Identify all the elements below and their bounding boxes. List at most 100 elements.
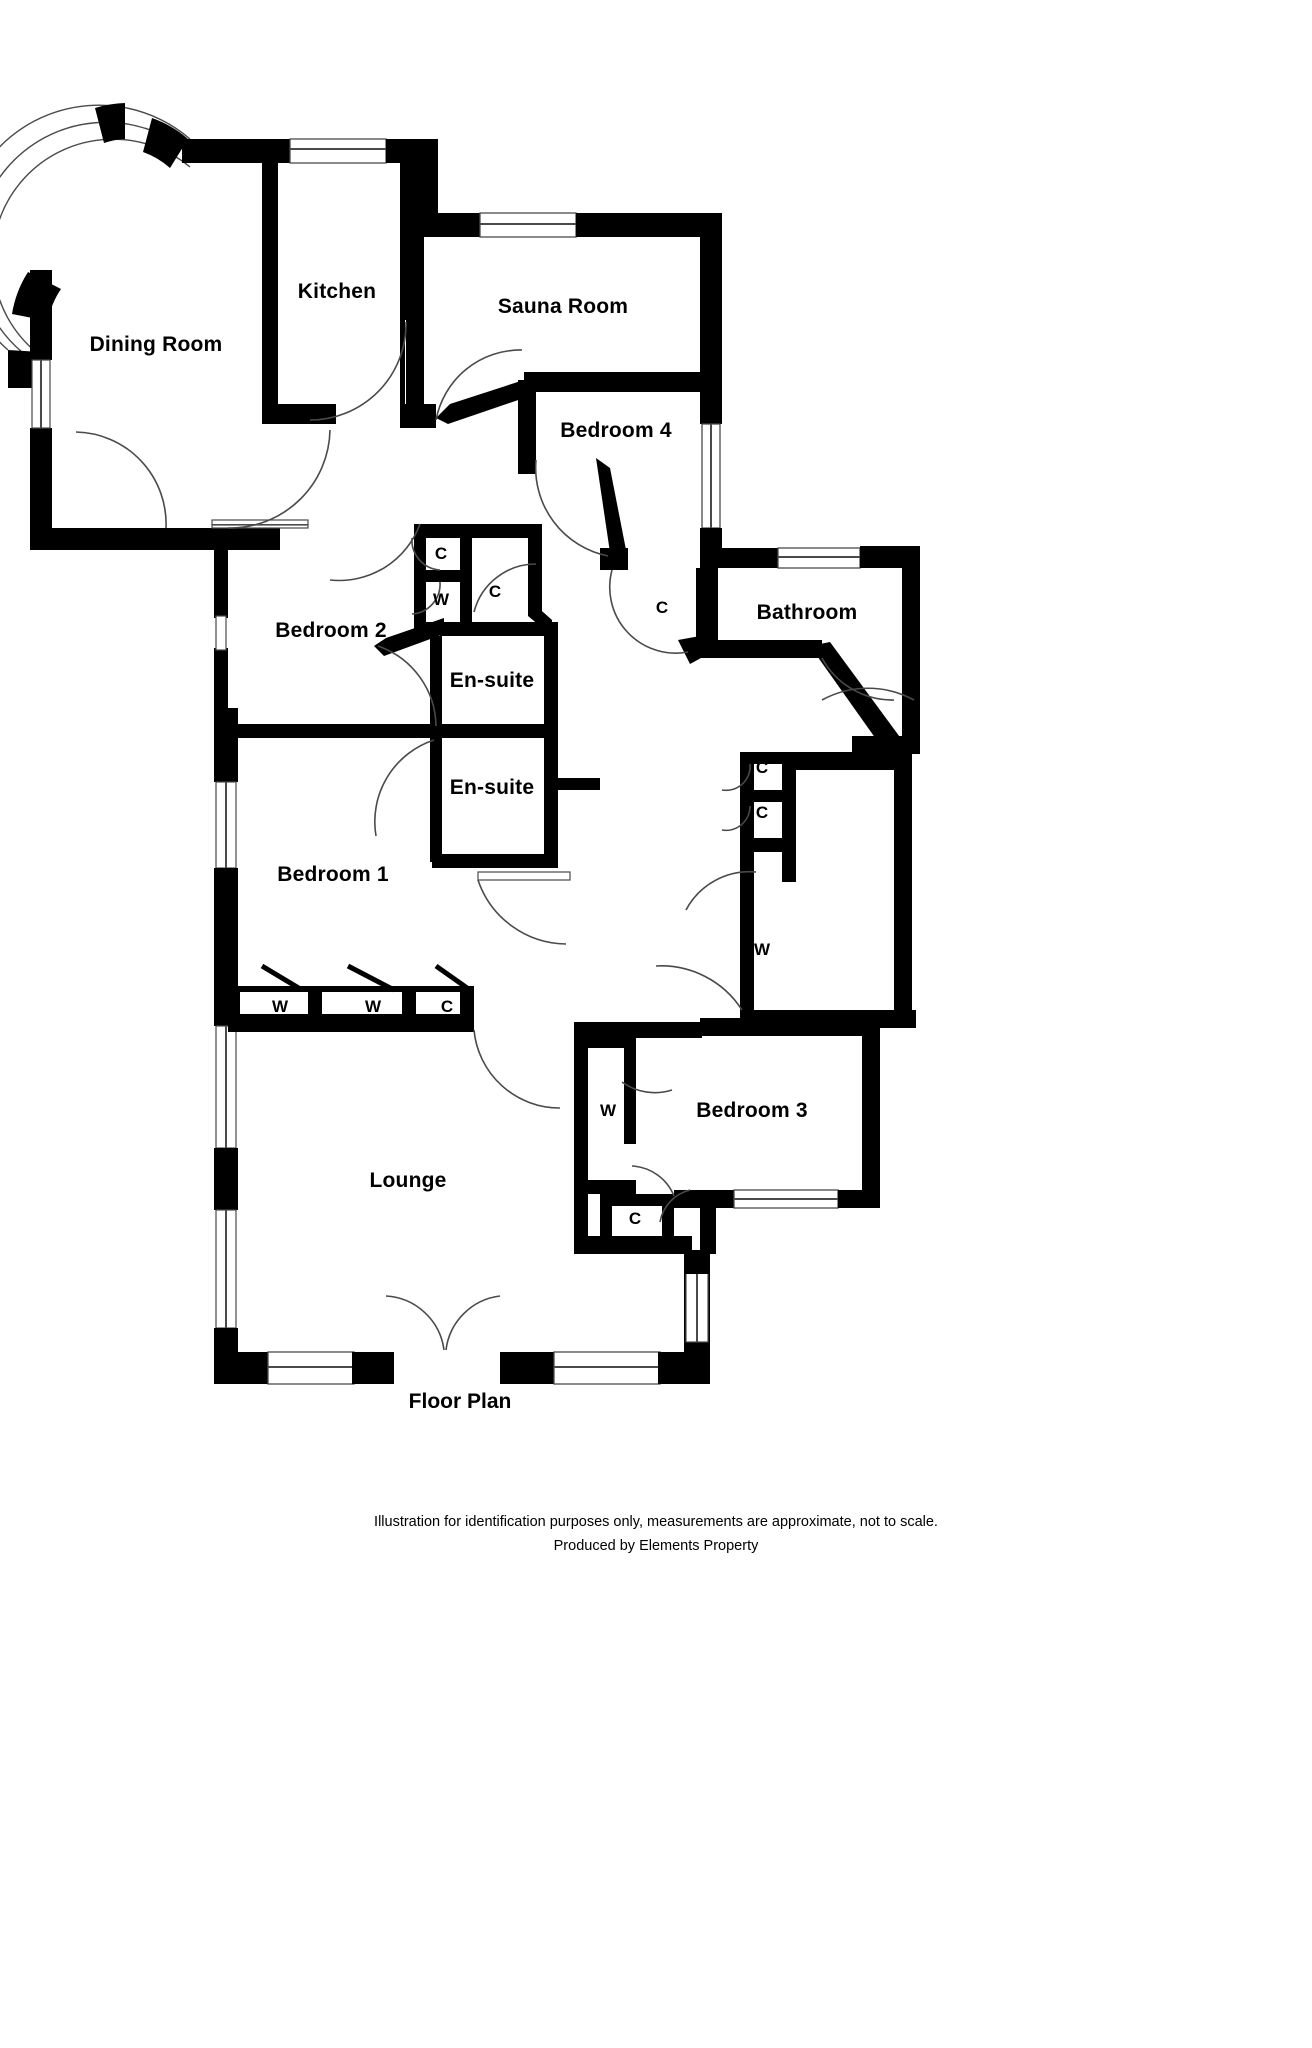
storage-label: W: [432, 590, 450, 609]
wall-rc-bottom: [740, 838, 796, 852]
wall-bed3-step-h: [716, 1190, 736, 1208]
storage-label: C: [628, 1209, 642, 1228]
wall-dining-left-upper: [30, 270, 52, 360]
wall-ensuite-top: [440, 622, 558, 636]
wall-ensuite-left-b: [430, 738, 442, 862]
storage-label: C: [434, 544, 448, 563]
wall-bed3-right: [862, 1018, 880, 1198]
wall-bed3-top-a: [574, 1022, 702, 1038]
room-label: En-suite: [449, 669, 535, 692]
wall-bed3-step-v: [700, 1190, 716, 1254]
wall-ensuite-divider: [228, 724, 544, 738]
wall-wwc-l2: [402, 986, 416, 1016]
wall-bed3-bot-right: [838, 1190, 880, 1208]
wall-kitchen-left: [262, 163, 278, 416]
wall-ensuite-left-a: [430, 636, 442, 726]
room-label: Bedroom 4: [560, 419, 672, 442]
wall-wwc-top: [228, 986, 474, 992]
wall-closet-c2-top: [466, 524, 540, 538]
room-label: Bedroom 1: [277, 863, 389, 886]
wall-left-ext-a: [214, 708, 238, 782]
wall-lounge-bot-b: [352, 1352, 386, 1384]
storage-label: C: [755, 758, 769, 777]
wall-bed3-left: [574, 1026, 588, 1250]
wall-hall-left-a: [214, 528, 228, 618]
wall-bed3-w-bottom: [588, 1180, 636, 1194]
storage-label: W: [753, 940, 771, 959]
room-label: Lounge: [369, 1169, 447, 1192]
wall-rc-mid: [740, 790, 784, 802]
wall-bed3-w-right: [624, 1036, 636, 1144]
wall-bath-bottom-b: [852, 736, 920, 754]
footer-producer: Produced by Elements Property: [553, 1538, 759, 1554]
wall-lounge-bot-f: [658, 1352, 710, 1384]
wall-left-ext-c: [214, 1148, 238, 1210]
wall-sauna-left-up: [424, 139, 438, 225]
wall-top-1: [182, 139, 290, 163]
wall-right-jog: [606, 548, 628, 570]
room-label: Bedroom 2: [275, 619, 387, 642]
wall-lounge-bot-c: [386, 1352, 394, 1384]
wall-bath-right: [902, 546, 920, 752]
wall-rw-left: [740, 876, 754, 1026]
wall-wwc-bottom: [228, 1014, 472, 1032]
wall-wwc-l1: [308, 986, 322, 1016]
wall-bath-left: [696, 568, 718, 652]
wall-sauna-diagonal: [436, 378, 530, 424]
wall-wwc-l3: [460, 986, 474, 1032]
room-label: Bathroom: [756, 601, 858, 624]
wall-sauna-top-a: [424, 213, 480, 237]
wall-lounge-bot-a: [214, 1352, 270, 1384]
wall-ensuite-bottom: [432, 854, 546, 868]
wall-bed4-right-a: [700, 380, 722, 424]
wall-closet-top: [414, 524, 472, 538]
room-label: Bedroom 3: [696, 1099, 808, 1122]
wall-sauna-bottom: [524, 372, 722, 392]
wall-kitchen-bottom-left: [262, 404, 336, 424]
door-swings: [75, 321, 915, 1351]
wall-dining-left-lower: [30, 428, 52, 548]
wall-dining-bottom: [30, 528, 280, 550]
wall-rc-right: [782, 752, 796, 882]
wall-bath-top-a: [700, 548, 778, 568]
storage-label: C: [488, 582, 502, 601]
wall-kitchen-bottom-right: [400, 404, 436, 428]
room-label: Sauna Room: [497, 295, 629, 318]
walls: [0, 103, 920, 1385]
wall-lounge-bot-d: [500, 1352, 512, 1384]
room-label: Dining Room: [89, 333, 223, 356]
wall-ensuite-right: [544, 622, 558, 868]
wall-bed3-c-top: [600, 1194, 674, 1206]
wall-closet-right: [460, 524, 472, 634]
wall-hall-left-b: [214, 648, 228, 710]
wall-bed2-diag: [374, 618, 444, 656]
storage-label: C: [655, 598, 669, 617]
wall-right-ext: [894, 752, 912, 1010]
room-label: En-suite: [449, 776, 535, 799]
wall-bed3-c-right: [662, 1194, 674, 1238]
wall-sauna-top-b: [576, 213, 722, 237]
storage-label: C: [755, 803, 769, 822]
room-label: Kitchen: [297, 280, 377, 303]
door-leaves: [260, 963, 472, 993]
wall-bed4-diag-right: [596, 458, 628, 566]
storage-label: W: [271, 997, 289, 1016]
wall-closet-mid: [414, 570, 460, 582]
footer-disclaimer: Illustration for identification purposes…: [374, 1514, 938, 1530]
wall-closet-c2-right: [528, 524, 542, 616]
storage-label: W: [364, 997, 382, 1016]
wall-sauna-right: [700, 225, 722, 380]
wall-bed4-jog: [518, 452, 534, 474]
wall-bed3-bottom: [574, 1236, 692, 1254]
window-kitchen-top: [289, 138, 387, 164]
wall-wwc-l0: [228, 986, 240, 1016]
wall-ensuite-stub: [556, 778, 600, 790]
wall-rc-top: [740, 752, 794, 764]
storage-label: C: [440, 997, 454, 1016]
storage-label: W: [599, 1101, 617, 1120]
wall-bed4-left: [518, 380, 536, 474]
wall-bath-bottom-a: [690, 640, 822, 658]
wall-rw-bottom: [740, 1010, 916, 1028]
wall-lounge-bot-e: [512, 1352, 556, 1384]
